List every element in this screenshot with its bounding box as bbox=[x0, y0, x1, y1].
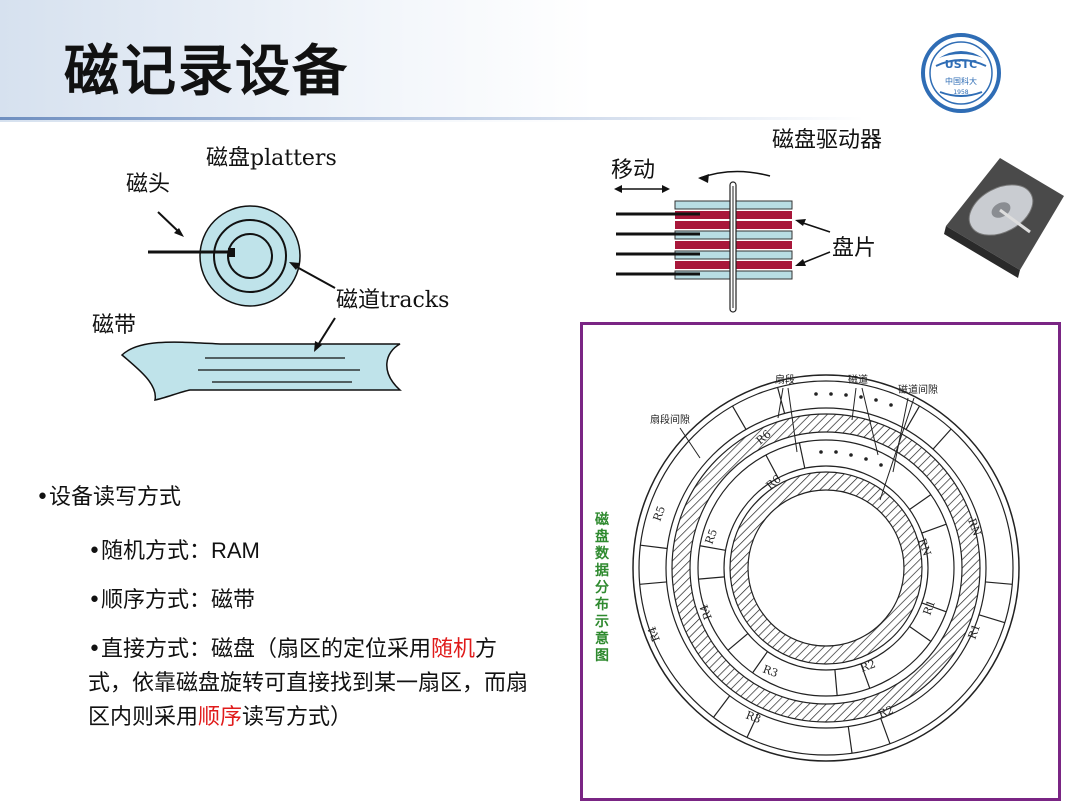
bullet-direct-random: 随机 bbox=[430, 636, 475, 662]
record-label-rn-inner: RN bbox=[915, 537, 933, 559]
platter-label: 盘片 bbox=[832, 236, 877, 261]
bullet-random-value: RAM bbox=[210, 538, 260, 564]
rotation-arrow bbox=[698, 170, 771, 183]
head-label: 磁头 bbox=[126, 172, 171, 197]
sector-rings bbox=[632, 374, 1020, 762]
record-label-r5-outer: R5 bbox=[651, 504, 668, 523]
hard-drive-photo bbox=[944, 158, 1064, 278]
record-label-r1-inner: R1 bbox=[921, 598, 938, 617]
record-label-r5-inner: R5 bbox=[703, 527, 720, 546]
record-label-rn-outer: RN bbox=[965, 517, 983, 539]
drive-arms bbox=[616, 212, 700, 276]
sector-gap-callout: 扇段间隙 bbox=[650, 413, 690, 426]
track-pointer bbox=[289, 262, 336, 289]
record-label-r3-outer: R3 bbox=[744, 709, 763, 726]
move-label: 移动 bbox=[611, 158, 656, 183]
tape-label: 磁带 bbox=[92, 313, 137, 338]
bullet-direct-a: •直接方式：磁盘（扇区的定位采用 bbox=[88, 636, 431, 662]
record-label-r3-inner: R3 bbox=[761, 663, 780, 680]
drive-label: 磁盘驱动器 bbox=[772, 128, 883, 153]
bullet-random: •随机方式：RAM bbox=[36, 533, 536, 569]
read-write-methods: •设备读写方式 •随机方式：RAM •顺序方式：磁带 •直接方式：磁盘（扇区的定… bbox=[36, 480, 536, 750]
sector-callout: 扇段 bbox=[775, 373, 795, 386]
drive-platters bbox=[674, 181, 793, 313]
platter bbox=[148, 205, 301, 307]
record-label-r1-outer: R1 bbox=[966, 622, 983, 641]
tape-track-pointer bbox=[314, 317, 336, 352]
tape bbox=[120, 341, 402, 401]
sector-callouts: 扇段 磁道 磁道间隙 扇段间隙 bbox=[650, 373, 938, 426]
move-arrow bbox=[614, 185, 670, 193]
bullet-direct: •直接方式：磁盘（扇区的定位采用随机方式，依靠磁盘旋转可直接找到某一扇区，而扇区… bbox=[36, 633, 528, 736]
platter-pointers bbox=[795, 219, 831, 266]
bullet-direct-b: 方式，依靠磁盘旋转可直接找到某一扇区，而扇区内则采用 bbox=[88, 636, 529, 731]
slide-title: 磁记录设备 bbox=[64, 39, 350, 103]
record-label-r2-outer: R2 bbox=[877, 703, 896, 720]
track-gap-callout: 磁道间隙 bbox=[898, 383, 938, 396]
platters-label: 磁盘platters bbox=[206, 146, 337, 171]
record-label-r4-inner: R4 bbox=[697, 603, 714, 622]
record-label-r2-inner: R2 bbox=[859, 657, 878, 674]
track-callout: 磁道 bbox=[848, 373, 868, 386]
tracks-label: 磁道tracks bbox=[336, 288, 450, 313]
sector-dots bbox=[814, 392, 893, 467]
bullet-heading: •设备读写方式 bbox=[36, 485, 181, 510]
bullet-random-prefix: •随机方式： bbox=[88, 539, 211, 565]
sector-leaders bbox=[679, 387, 915, 501]
header-band bbox=[0, 0, 1080, 122]
sector-diagram-title: 磁盘数据分布示意图 bbox=[595, 512, 609, 664]
head-pointer bbox=[157, 211, 184, 237]
bullet-direct-sequential: 顺序 bbox=[198, 705, 243, 731]
record-label-r4-outer: R4 bbox=[645, 625, 662, 644]
bullet-sequential: •顺序方式：磁带 bbox=[88, 588, 255, 614]
header-divider bbox=[0, 117, 1080, 120]
bullet-direct-c: 读写方式） bbox=[242, 705, 353, 731]
